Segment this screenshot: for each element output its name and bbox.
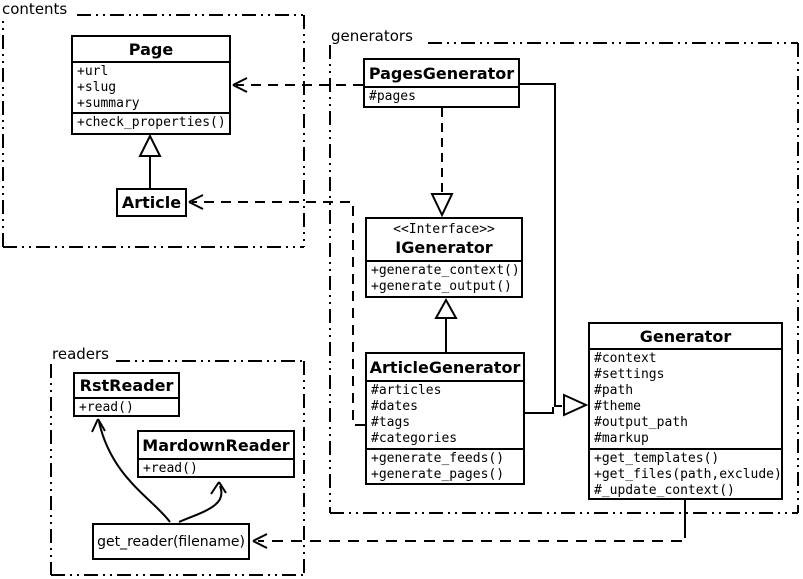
method-row: +generate_feeds() — [371, 451, 505, 466]
attribute-row: #output_path — [594, 415, 688, 430]
class-article-generator-title: ArticleGenerator — [369, 357, 521, 377]
class-mardown-reader-methods: +read() — [139, 458, 293, 476]
class-rst-reader-title: RstReader — [79, 376, 174, 395]
class-mardown-reader-title: MardownReader — [142, 435, 290, 455]
method-row: +get_files(path,exclude) — [594, 467, 782, 482]
attribute-row: #markup — [594, 431, 649, 446]
class-page-attributes: +url +slug +summary — [73, 61, 229, 112]
attribute-row: #context — [594, 351, 657, 366]
package-contents-label: contents — [2, 0, 68, 18]
class-article-generator-attributes: #articles #dates #tags #categories — [367, 380, 523, 448]
class-rst-reader: RstReader +read() — [73, 372, 180, 417]
attribute-row: #theme — [594, 399, 641, 414]
dependency-arrow-generator-to-getreader — [252, 500, 686, 549]
realization-arrow-pagesgenerator-to-igenerator — [430, 108, 454, 218]
class-article-generator-methods: +generate_feeds() +generate_pages() — [367, 448, 523, 483]
method-row: +check_properties() — [77, 115, 226, 130]
attribute-row: #categories — [371, 431, 458, 446]
association-arrow-getreader-to-mardownreader — [178, 481, 227, 523]
class-igenerator-methods: +generate_context() +generate_output() — [367, 260, 521, 296]
package-readers-border — [50, 360, 305, 576]
attribute-row: #pages — [369, 89, 416, 104]
class-page: Page +url +slug +summary +check_properti… — [71, 35, 231, 135]
method-row: +generate_pages() — [371, 467, 505, 482]
attribute-row: #path — [594, 383, 634, 398]
attribute-row: +url — [77, 64, 109, 79]
class-pages-generator: PagesGenerator #pages — [363, 58, 520, 108]
class-pages-generator-title: PagesGenerator — [368, 63, 515, 83]
method-row: #_update_context() — [594, 483, 735, 498]
method-row: +generate_context() — [371, 263, 520, 278]
dependency-arrow-articlegenerator-to-article — [188, 194, 365, 426]
association-arrow-getreader-to-rstreader — [91, 418, 171, 523]
class-rst-reader-methods: +read() — [75, 397, 178, 415]
method-row: +read() — [143, 461, 198, 476]
class-article-title: Article — [121, 193, 182, 212]
method-row: +read() — [79, 400, 134, 415]
class-generator-methods: +get_templates() +get_files(path,exclude… — [590, 448, 782, 498]
method-row: +generate_output() — [371, 279, 512, 294]
class-pages-generator-attributes: #pages — [365, 86, 518, 106]
dependency-arrow-pagesgenerator-to-page — [232, 77, 363, 93]
package-readers-label: readers — [52, 345, 109, 363]
class-page-methods: +check_properties() — [73, 112, 229, 133]
class-igenerator: <<Interface>> IGenerator +generate_conte… — [365, 217, 523, 298]
class-generator-title: Generator — [639, 326, 732, 346]
attribute-row: #tags — [371, 415, 411, 430]
class-article-generator: ArticleGenerator #articles #dates #tags … — [365, 352, 525, 485]
inheritance-arrow-articlegenerator-to-igenerator — [434, 297, 458, 352]
function-get-reader-label: get_reader(filename) — [97, 533, 245, 550]
class-generator: Generator #context #settings #path #them… — [588, 322, 783, 500]
function-get-reader: get_reader(filename) — [92, 523, 250, 560]
attribute-row: #settings — [594, 367, 665, 382]
class-mardown-reader: MardownReader +read() — [137, 430, 295, 478]
class-generator-attributes: #context #settings #path #theme #output_… — [590, 348, 781, 448]
attribute-row: #articles — [371, 383, 442, 398]
attribute-row: +summary — [77, 96, 140, 111]
class-igenerator-header: <<Interface>> IGenerator — [367, 219, 521, 260]
class-igenerator-stereotype: <<Interface>> — [393, 221, 495, 237]
attribute-row: +slug — [77, 80, 117, 95]
package-generators-label: generators — [331, 27, 413, 45]
class-article: Article — [116, 188, 187, 217]
class-page-title: Page — [128, 39, 174, 59]
inheritance-arrow-generators-to-generator — [520, 83, 589, 417]
method-row: +get_templates() — [594, 451, 720, 466]
package-generators-border — [329, 42, 799, 514]
inheritance-arrow-article-to-page — [138, 133, 162, 188]
class-igenerator-title: IGenerator — [395, 237, 493, 257]
attribute-row: #dates — [371, 399, 418, 414]
